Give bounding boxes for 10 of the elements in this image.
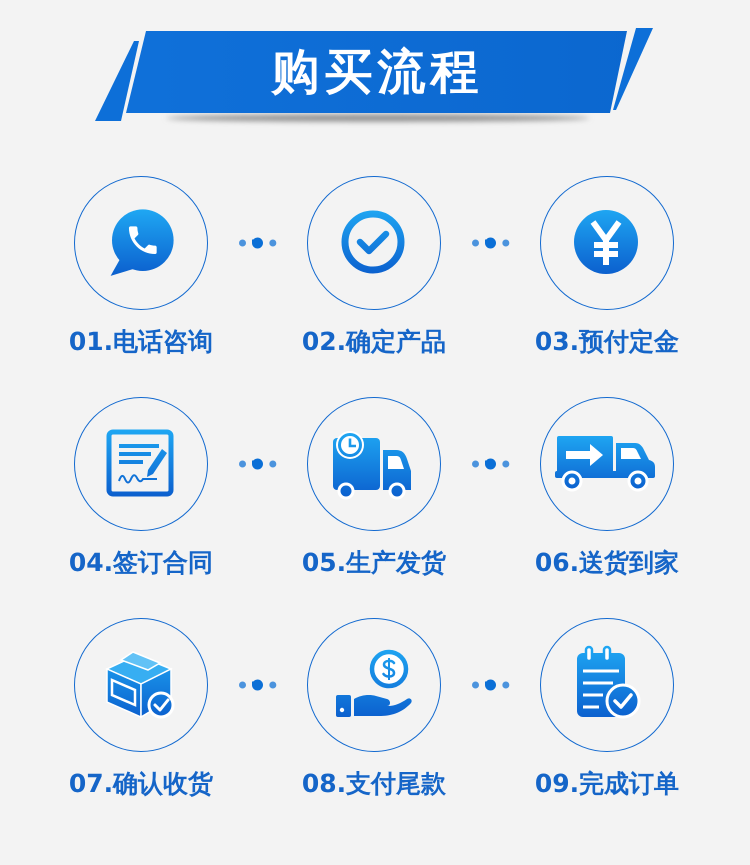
step-label: 03.预付定金 (534, 327, 680, 357)
title: 购买流程 (270, 44, 484, 100)
step-label: 08.支付尾款 (302, 769, 446, 799)
step-label: 05.生产发货 (302, 548, 446, 578)
step-label: 06.送货到家 (534, 548, 680, 578)
step-label: 07.确认收货 (68, 769, 214, 799)
step-label: 09.完成订单 (534, 769, 680, 799)
step-label: 01.电话咨询 (68, 327, 214, 357)
step-label: 02.确定产品 (302, 327, 446, 357)
step-label: 04.签订合同 (68, 548, 214, 578)
